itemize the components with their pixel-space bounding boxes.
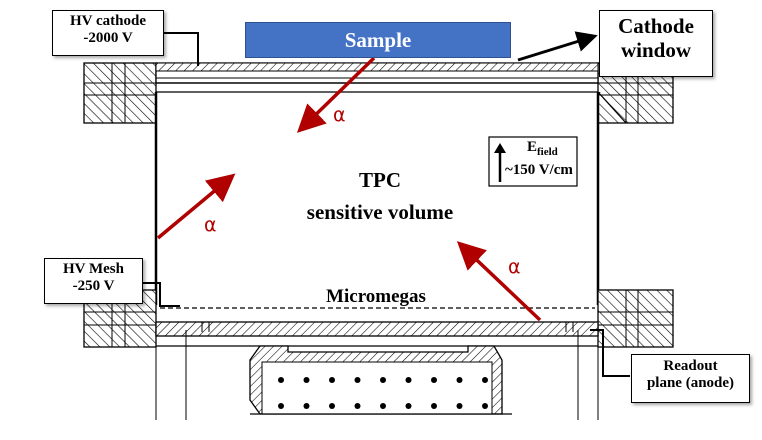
readout-lead bbox=[590, 329, 630, 377]
connector-pin bbox=[405, 403, 412, 409]
sample-block: Sample bbox=[245, 22, 511, 58]
hv-cathode-title: HV cathode bbox=[70, 13, 146, 29]
chamber-walls bbox=[154, 91, 627, 305]
alpha-track-from-sample bbox=[296, 56, 376, 133]
connector-pin bbox=[482, 377, 488, 383]
cathode-window-line1: Cathode bbox=[618, 14, 694, 38]
efield-indicator bbox=[488, 136, 578, 187]
efield-symbol: E bbox=[527, 139, 538, 155]
alpha-track-from-wall bbox=[156, 173, 236, 240]
connector-pin bbox=[380, 377, 386, 383]
readout-line2: plane (anode) bbox=[646, 375, 735, 392]
alpha-track-from-readout bbox=[456, 241, 542, 322]
connector-pin bbox=[354, 403, 361, 409]
hv-cathode-lead bbox=[163, 32, 199, 66]
readout-plane-label: Readout plane (anode) bbox=[631, 354, 750, 403]
connector-pin bbox=[405, 377, 412, 383]
hv-mesh-voltage: -250 V bbox=[72, 278, 115, 295]
readout-electronics-block bbox=[249, 345, 512, 415]
cathode-window-arrow bbox=[517, 31, 598, 62]
connector-pin bbox=[354, 377, 361, 383]
hv-cathode-voltage: -2000 V bbox=[83, 30, 133, 47]
micromegas-label: Micromegas bbox=[326, 286, 426, 307]
tpc-title: TPC bbox=[359, 168, 401, 192]
hv-cathode-label: HV cathode -2000 V bbox=[52, 10, 164, 56]
connector-pin bbox=[278, 403, 284, 409]
connector-pin bbox=[431, 403, 437, 409]
connector-pin bbox=[278, 377, 284, 383]
connector-pin bbox=[380, 403, 386, 409]
connector-pin bbox=[456, 377, 463, 383]
efield-label: Efield bbox=[527, 139, 558, 158]
hv-mesh-label: HV Mesh -250 V bbox=[44, 258, 143, 304]
support-lines bbox=[155, 330, 599, 420]
readout-line1: Readout bbox=[663, 358, 718, 374]
hv-mesh-lead bbox=[143, 282, 180, 307]
cathode-window-line2: window bbox=[620, 38, 692, 63]
connector-pin bbox=[456, 403, 463, 409]
connector-pin bbox=[431, 377, 437, 383]
alpha-label-left: α bbox=[204, 214, 217, 236]
tpc-subtitle: sensitive volume bbox=[306, 200, 454, 224]
alpha-label-top: α bbox=[333, 104, 346, 126]
top-flange bbox=[83, 62, 674, 124]
connector-pin bbox=[303, 403, 310, 409]
efield-value: ~150 V/cm bbox=[505, 162, 573, 178]
efield-subscript: field bbox=[537, 146, 558, 158]
connector-pin bbox=[329, 377, 335, 383]
hv-mesh-title: HV Mesh bbox=[63, 261, 124, 277]
connector-pin bbox=[329, 403, 335, 409]
alpha-label-right: α bbox=[508, 256, 521, 278]
connector-pin bbox=[303, 377, 310, 383]
connector-pin bbox=[482, 403, 488, 409]
cathode-window-label: Cathode window bbox=[599, 10, 713, 77]
connector-pins bbox=[278, 377, 488, 409]
